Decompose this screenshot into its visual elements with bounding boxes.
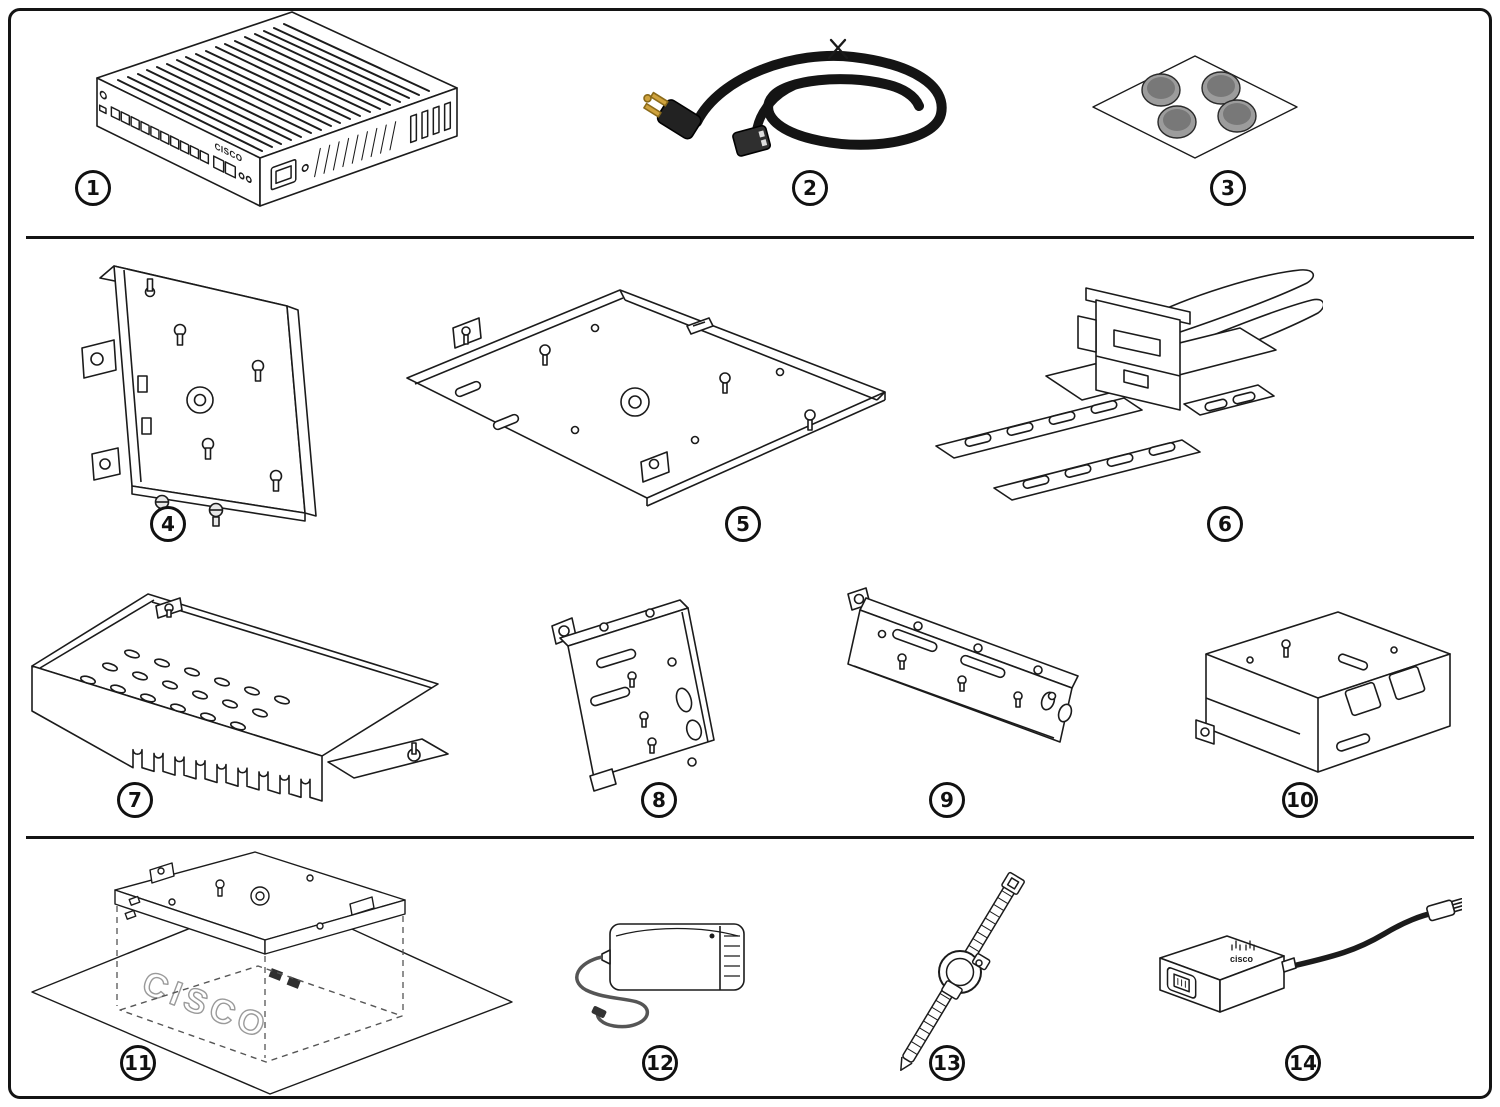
item-12-power-adapter <box>552 888 757 1043</box>
item-5-mounting-tray <box>395 280 895 510</box>
cable-guard-illustration <box>31 593 449 802</box>
t-slots <box>897 653 1023 708</box>
label-lines <box>724 935 740 977</box>
item-14-cord-adapter: cisco <box>1132 898 1462 1033</box>
cord-adapter-illustration: cisco <box>1159 898 1462 1013</box>
power-cord-illustration <box>643 38 947 157</box>
male-plug <box>643 91 702 140</box>
item-4-wall-mount-bracket <box>62 248 347 553</box>
item-3-rubber-feet <box>1085 50 1305 165</box>
projection-lines <box>116 906 404 1058</box>
item-9-rack-bracket-long <box>822 570 1112 805</box>
item-6-rail-mount <box>928 258 1323 508</box>
rubber-foot <box>1201 71 1241 105</box>
wall-bracket-illustration <box>81 265 317 527</box>
switch-illustration: CISCO <box>96 11 458 207</box>
tray-illustration <box>406 289 886 507</box>
cable-tie-illustration <box>900 871 1025 1072</box>
item-2-ac-power-cord <box>635 24 965 169</box>
switch-front-ports: CISCO <box>98 90 252 183</box>
comb-front <box>31 665 323 802</box>
item-number-badge: 8 <box>641 782 677 818</box>
t-slots <box>627 671 657 754</box>
rubber-foot <box>1217 99 1257 133</box>
rail-mount-illustration <box>935 269 1323 501</box>
rubber-feet-illustration <box>1092 55 1298 159</box>
short-bracket-illustration <box>551 599 715 792</box>
item-number-badge: 12 <box>642 1045 678 1081</box>
item-13-cable-tie <box>875 868 1045 1073</box>
twist-tie <box>827 38 849 60</box>
keyhole-slots <box>173 323 283 492</box>
item-10-rack-adapter <box>1188 602 1463 782</box>
item-number-badge: 14 <box>1285 1045 1321 1081</box>
keyhole-slots <box>539 344 816 431</box>
item-number-badge: 6 <box>1207 506 1243 542</box>
table-mount-illustration: CISCO <box>31 851 513 1095</box>
item-number-badge: 2 <box>792 170 828 206</box>
dc-cable <box>575 955 650 1029</box>
cord-loop <box>692 50 947 150</box>
adapter-cable <box>1281 910 1437 971</box>
long-bracket-illustration <box>847 587 1079 743</box>
item-number-badge: 11 <box>120 1045 156 1081</box>
item-7-cable-guard <box>18 566 468 816</box>
item-number-badge: 10 <box>1282 782 1318 818</box>
barrel-connector <box>591 1006 607 1018</box>
power-adapter-illustration <box>575 923 745 1029</box>
item-number-badge: 13 <box>929 1045 965 1081</box>
item-11-table-mount-tray: CISCO <box>20 842 520 1097</box>
item-number-badge: 7 <box>117 782 153 818</box>
small-plug <box>1426 898 1462 922</box>
vent-ovals <box>79 649 291 731</box>
slide-rails <box>935 384 1275 501</box>
rubber-foot <box>1157 105 1197 139</box>
item-number-badge: 4 <box>150 506 186 542</box>
outlet-port <box>1166 967 1197 999</box>
heatsink-fins <box>117 23 430 152</box>
adapter-bracket-illustration <box>1195 611 1451 773</box>
divider-2 <box>26 836 1474 839</box>
item-1-network-switch: CISCO <box>52 6 462 216</box>
item-number-badge: 9 <box>929 782 965 818</box>
item-number-badge: 3 <box>1210 170 1246 206</box>
adapter-logo-text: cisco <box>1230 954 1254 964</box>
cable-clamp <box>938 950 991 1000</box>
clamp-body <box>1077 287 1191 411</box>
rubber-foot <box>1141 73 1181 107</box>
female-connector <box>732 124 772 157</box>
divider-1 <box>26 236 1474 239</box>
item-8-rack-bracket-short <box>532 580 732 795</box>
cisco-logo-bars <box>1231 940 1255 951</box>
switch-side-vents <box>270 101 452 191</box>
tray-top <box>114 851 406 955</box>
item-number-badge: 1 <box>75 170 111 206</box>
item-number-badge: 5 <box>725 506 761 542</box>
